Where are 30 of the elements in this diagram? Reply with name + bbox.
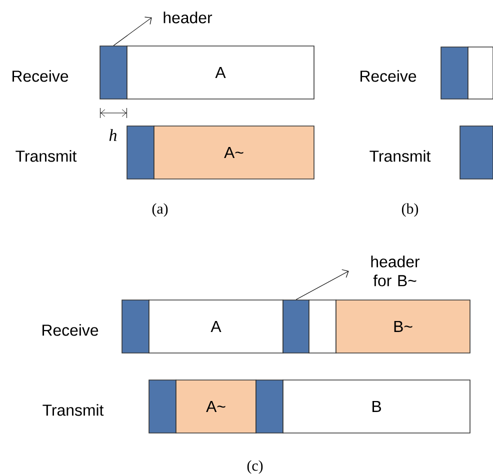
header-block	[126, 126, 154, 180]
payload-block: A~	[176, 380, 256, 434]
header-block	[256, 380, 284, 434]
header-label: header for B~	[371, 256, 420, 286]
payload-block	[468, 46, 493, 100]
header-block	[282, 300, 310, 354]
header-block	[440, 46, 468, 100]
row-label: Transmit	[16, 150, 77, 162]
payload-block: A~	[154, 126, 314, 180]
row-label: Receive	[42, 324, 98, 336]
header-label: header	[164, 12, 212, 24]
row-label: Receive	[12, 70, 68, 82]
header-block	[100, 46, 128, 100]
panel-caption: (a)	[152, 203, 168, 217]
payload-block: A	[126, 46, 314, 100]
payload-block	[308, 300, 336, 354]
header-block	[148, 380, 176, 434]
header-block	[460, 126, 493, 180]
dimension-label: h	[109, 129, 117, 141]
row-label: Receive	[360, 70, 416, 82]
row-label: Transmit	[370, 150, 431, 162]
header-block	[122, 300, 150, 354]
payload-block: A	[148, 300, 284, 354]
panel-caption: (c)	[247, 460, 263, 474]
payload-block: B~	[336, 300, 470, 354]
row-label: Transmit	[42, 404, 104, 416]
payload-block: B	[282, 380, 470, 434]
leader-line	[296, 269, 349, 300]
leader-line	[113, 16, 152, 46]
panel-caption: (b)	[402, 203, 418, 217]
